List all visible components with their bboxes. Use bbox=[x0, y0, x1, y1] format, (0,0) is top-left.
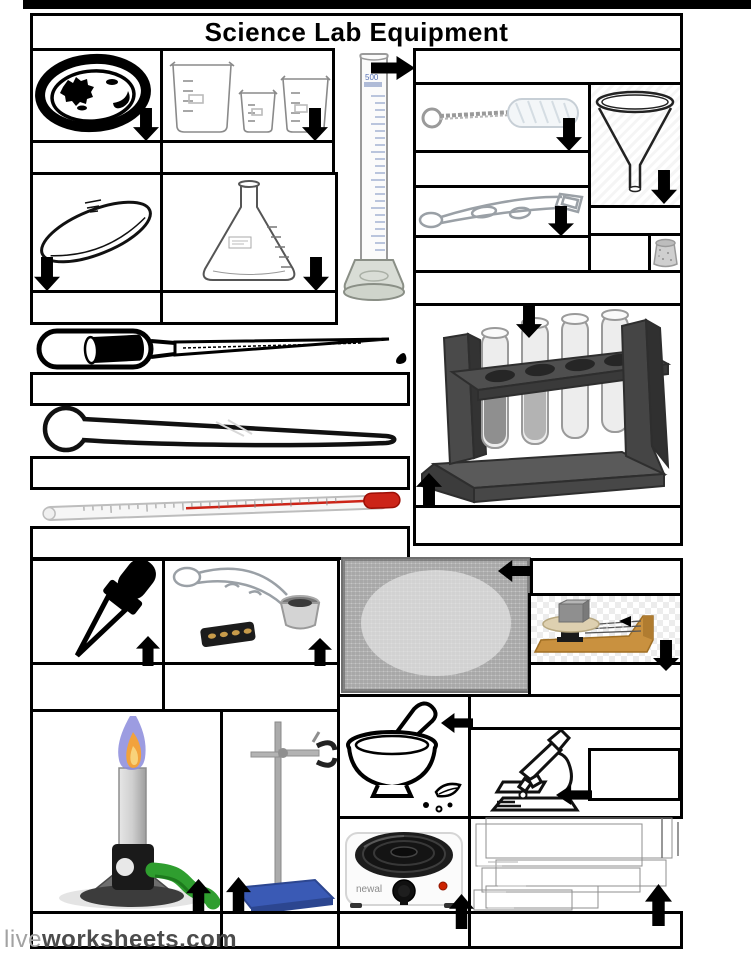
hot-plate-cell: newal bbox=[337, 816, 471, 914]
cylinder-scale-label: 500 bbox=[365, 73, 379, 82]
answer-box-test-tube-brush[interactable] bbox=[413, 150, 591, 188]
erlenmeyer-flask-cell bbox=[160, 172, 338, 293]
answer-box-bottom-right[interactable] bbox=[468, 911, 683, 949]
erlenmeyer-flask-icon bbox=[202, 180, 296, 281]
rubber-stopper-cell bbox=[648, 233, 683, 273]
triple-beam-balance-cell bbox=[528, 593, 683, 665]
liveworksheets-brand-link[interactable]: liveworksheets.com bbox=[4, 926, 237, 954]
triple-beam-balance-icon bbox=[533, 599, 654, 653]
answer-box-small-extra[interactable] bbox=[588, 233, 651, 273]
graduated-cylinder-cell: 500 bbox=[332, 48, 416, 310]
brand-light-text: live bbox=[4, 926, 43, 953]
top-black-strip bbox=[23, 0, 751, 9]
bunsen-burner-icon bbox=[59, 716, 220, 910]
petri-dish-icon bbox=[35, 53, 151, 133]
crucible-tongs-icon bbox=[172, 566, 321, 648]
pipette-outline-image bbox=[36, 400, 408, 458]
answer-box-crucible-tongs[interactable] bbox=[162, 662, 340, 712]
answer-box-triple-beam-balance[interactable] bbox=[528, 662, 683, 700]
answer-box-eye-dropper[interactable] bbox=[30, 662, 165, 712]
bunsen-burner-cell bbox=[30, 709, 223, 914]
answer-box-top-right[interactable] bbox=[413, 48, 683, 85]
microscope-cell bbox=[468, 727, 683, 819]
page-title: Science Lab Equipment bbox=[204, 16, 509, 47]
thermometer-image bbox=[36, 488, 408, 526]
mortar-and-pestle-cell bbox=[337, 694, 471, 819]
answer-box-thermometer[interactable] bbox=[30, 526, 410, 560]
test-tube-brush-icon bbox=[421, 98, 579, 129]
eye-dropper-icon bbox=[74, 561, 156, 658]
test-tube-clamp-icon bbox=[418, 192, 584, 229]
test-tube-rack-cell bbox=[413, 303, 683, 508]
beakers-icon bbox=[169, 61, 331, 133]
hot-plate-icon: newal bbox=[345, 832, 463, 908]
answer-box-test-tube-rack[interactable] bbox=[413, 505, 683, 546]
answer-box-ring-stand[interactable] bbox=[220, 911, 340, 949]
transfer-pipette-icon bbox=[36, 328, 407, 370]
microscope-icon bbox=[489, 730, 580, 812]
mortar-and-pestle-icon bbox=[346, 701, 462, 813]
hotplate-brand-label: newal bbox=[356, 884, 382, 895]
graduated-cylinder-icon: 500 bbox=[343, 53, 405, 301]
answer-box-wide-right[interactable] bbox=[413, 270, 683, 306]
answer-box-petri-dish[interactable] bbox=[30, 140, 163, 175]
answer-box-funnel[interactable] bbox=[588, 205, 683, 236]
faint-overlapping-boxes bbox=[472, 816, 683, 912]
petri-dish-cell bbox=[30, 48, 163, 143]
watch-glass-icon bbox=[40, 199, 152, 264]
answer-box-hot-plate[interactable] bbox=[337, 911, 471, 949]
transfer-pipette-image bbox=[33, 324, 413, 374]
title-box: Science Lab Equipment bbox=[30, 13, 683, 51]
watch-glass-cell bbox=[30, 172, 163, 293]
answer-box-bunsen-burner[interactable] bbox=[30, 911, 223, 949]
answer-box-mortar-and-pestle[interactable] bbox=[468, 694, 683, 730]
answer-box-pipette-outline[interactable] bbox=[30, 456, 410, 490]
thermometer-icon bbox=[42, 491, 401, 521]
ring-stand-icon bbox=[233, 721, 337, 911]
brand-bold-text: worksheets.com bbox=[42, 926, 238, 953]
funnel-icon bbox=[595, 90, 675, 193]
crucible-tongs-cell bbox=[162, 558, 340, 665]
answer-box-watch-glass[interactable] bbox=[30, 290, 163, 325]
answer-box-erlenmeyer-flask[interactable] bbox=[160, 290, 338, 325]
wire-gauze-image bbox=[340, 556, 532, 694]
answer-box-transfer-pipette[interactable] bbox=[30, 372, 410, 406]
answer-box-microscope[interactable] bbox=[588, 748, 681, 801]
answer-box-wire-gauze[interactable] bbox=[530, 558, 683, 596]
answer-box-test-tube-clamp[interactable] bbox=[413, 235, 591, 273]
wire-gauze-icon bbox=[341, 557, 531, 693]
pipette-outline-icon bbox=[42, 405, 397, 453]
test-tube-rack-icon bbox=[421, 309, 672, 504]
rubber-stopper-icon bbox=[653, 238, 678, 268]
answer-box-beakers[interactable] bbox=[160, 140, 335, 175]
